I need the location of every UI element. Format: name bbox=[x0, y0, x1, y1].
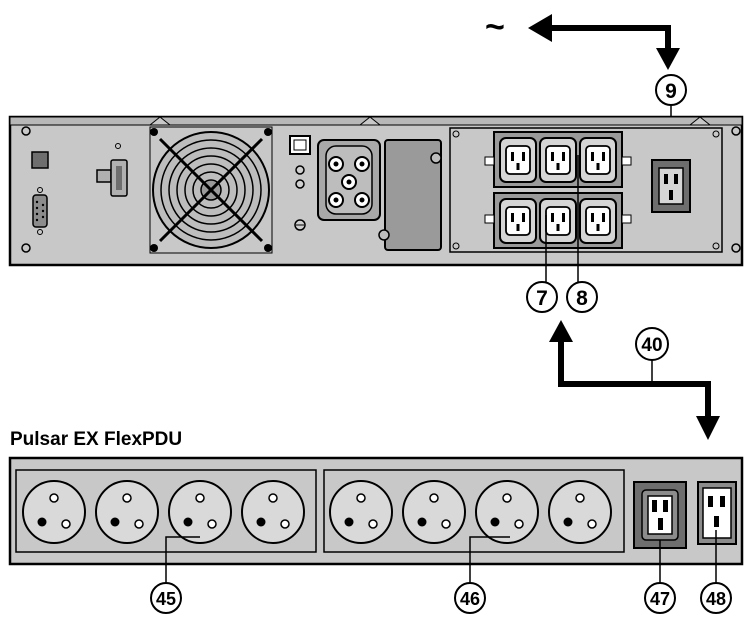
callout-48: 48 bbox=[700, 582, 732, 614]
c19-socket-icon bbox=[633, 481, 687, 549]
pdu-title: Pulsar EX FlexPDU bbox=[10, 429, 182, 450]
pdu-cable-arrow-icon bbox=[549, 320, 720, 440]
c13-socket-icon bbox=[499, 198, 617, 244]
ups-rear-panel bbox=[8, 115, 744, 267]
svg-text:8: 8 bbox=[576, 287, 588, 310]
fan-grille-icon bbox=[149, 126, 273, 254]
callout-7: 7 bbox=[526, 281, 558, 313]
c13-socket-icon bbox=[499, 137, 617, 183]
c20-inlet-icon bbox=[651, 159, 691, 213]
c20-inlet-icon bbox=[697, 481, 737, 545]
leader-46 bbox=[469, 536, 510, 585]
svg-text:47: 47 bbox=[650, 589, 670, 609]
svg-text:40: 40 bbox=[641, 335, 662, 356]
svg-text:9: 9 bbox=[665, 80, 677, 103]
callout-46: 46 bbox=[454, 582, 486, 614]
battery-connector-icon bbox=[317, 139, 381, 221]
slot-cover-plate bbox=[378, 139, 442, 251]
callout-47: 47 bbox=[644, 582, 676, 614]
input-cable-arrow-icon bbox=[528, 14, 680, 70]
serial-port-icon bbox=[32, 187, 48, 235]
leader-45 bbox=[165, 536, 200, 585]
callout-40: 40 bbox=[635, 327, 669, 361]
callout-8: 8 bbox=[566, 281, 598, 313]
callout-9: 9 bbox=[655, 74, 687, 106]
network-port-icon bbox=[289, 135, 311, 231]
ac-sine-icon: ~ bbox=[485, 8, 505, 46]
callout-45: 45 bbox=[150, 582, 182, 614]
remote-port-square bbox=[31, 151, 49, 169]
svg-text:7: 7 bbox=[536, 287, 548, 310]
communication-slot-icon bbox=[96, 143, 128, 197]
svg-text:45: 45 bbox=[156, 589, 176, 609]
svg-text:46: 46 bbox=[460, 589, 480, 609]
svg-text:48: 48 bbox=[706, 589, 726, 609]
